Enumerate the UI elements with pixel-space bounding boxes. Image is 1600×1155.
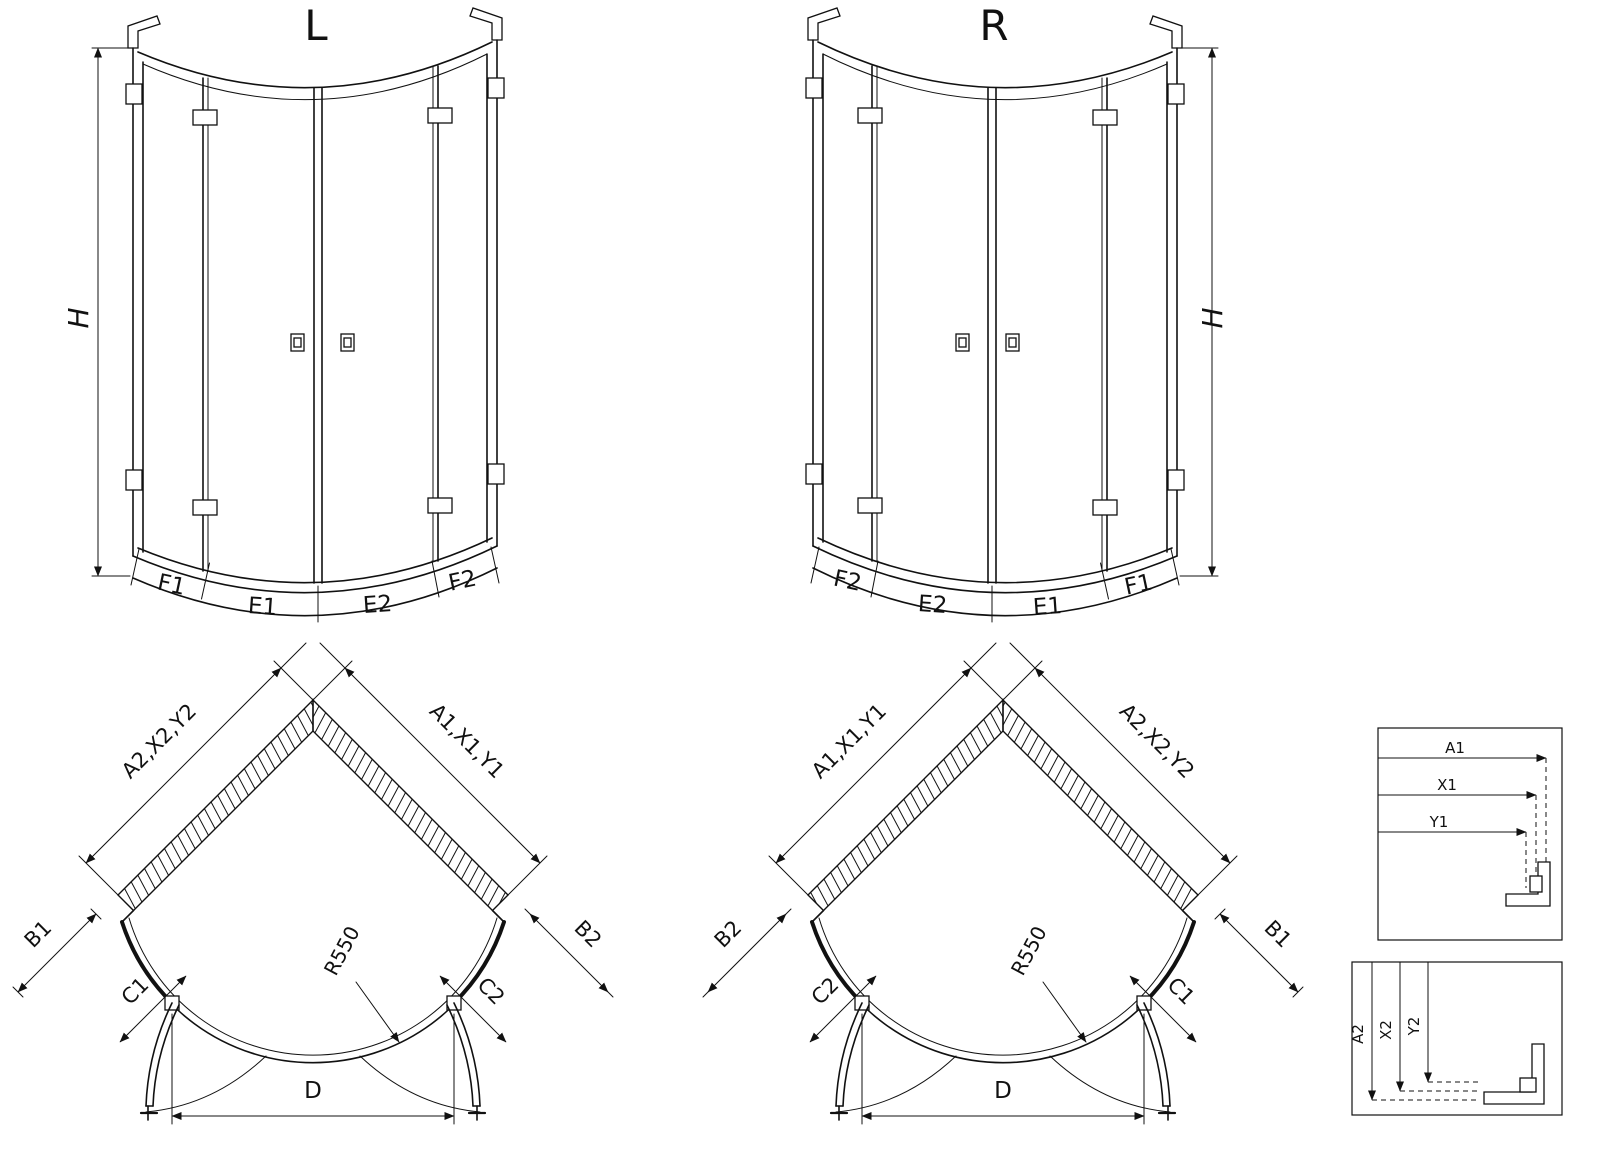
left-plan-right-wall-label: A1,X1,Y1 bbox=[425, 699, 509, 783]
detail-x2-label: X2 bbox=[1377, 1020, 1395, 1040]
detail-y1-label: Y1 bbox=[1429, 813, 1449, 831]
left-plan-opening-label: D bbox=[304, 1078, 322, 1104]
left-elevation-e2-label: E2 bbox=[362, 591, 393, 619]
left-elevation-e1-label: E1 bbox=[247, 593, 278, 621]
right-plan-left-wall-label: A1,X1,Y1 bbox=[807, 699, 891, 783]
left-elevation-title: L bbox=[304, 1, 328, 50]
left-elevation-height-label: H bbox=[62, 307, 95, 328]
right-plan-opening-label: D bbox=[994, 1078, 1012, 1104]
right-elevation-title: R bbox=[979, 1, 1008, 50]
right-elevation-drawing bbox=[806, 8, 1218, 622]
profile-section-glyph bbox=[1483, 1043, 1545, 1105]
left-plan-radius-leader bbox=[355, 981, 400, 1043]
right-plan-drawing bbox=[703, 643, 1303, 1124]
profile-section-glyph bbox=[1505, 861, 1551, 907]
right-plan-b2-label: B2 bbox=[710, 916, 747, 953]
right-plan-b1-label: B1 bbox=[1260, 916, 1297, 953]
right-elevation-f2-label: F2 bbox=[831, 566, 864, 597]
left-elevation-drawing bbox=[92, 8, 504, 622]
detail-a2-label: A2 bbox=[1349, 1024, 1367, 1044]
detail-x1-label: X1 bbox=[1437, 776, 1457, 794]
right-plan-radius-label: R550 bbox=[1006, 922, 1052, 979]
left-plan-drawing bbox=[13, 643, 613, 1124]
right-plan-right-wall-label: A2,X2,Y2 bbox=[1115, 699, 1199, 783]
left-plan-c1-label: C1 bbox=[117, 973, 154, 1010]
right-elevation-e2-label: E2 bbox=[917, 591, 948, 619]
left-elevation-f2-label: F2 bbox=[446, 566, 479, 597]
detail-y2-label: Y2 bbox=[1405, 1017, 1423, 1037]
right-plan-c1-label: C1 bbox=[1163, 973, 1200, 1010]
right-plan-c2-label: C2 bbox=[807, 973, 844, 1010]
left-plan-radius-label: R550 bbox=[319, 922, 365, 979]
right-elevation-f1-label: F1 bbox=[1122, 570, 1155, 601]
left-plan-b1-label: B1 bbox=[20, 916, 57, 953]
detail-vertical-section bbox=[1351, 961, 1563, 1116]
right-elevation-height-label: H bbox=[1196, 307, 1229, 328]
left-plan-b2-label: B2 bbox=[570, 916, 607, 953]
detail-a1-label: A1 bbox=[1445, 739, 1465, 757]
left-elevation-f1-label: F1 bbox=[155, 570, 188, 601]
detail-horizontal-section bbox=[1377, 727, 1563, 941]
right-elevation-e1-label: E1 bbox=[1032, 593, 1063, 621]
left-plan-c2-label: C2 bbox=[473, 973, 510, 1010]
left-plan-left-wall-label: A2,X2,Y2 bbox=[117, 699, 201, 783]
right-plan-radius-leader bbox=[1042, 981, 1087, 1043]
